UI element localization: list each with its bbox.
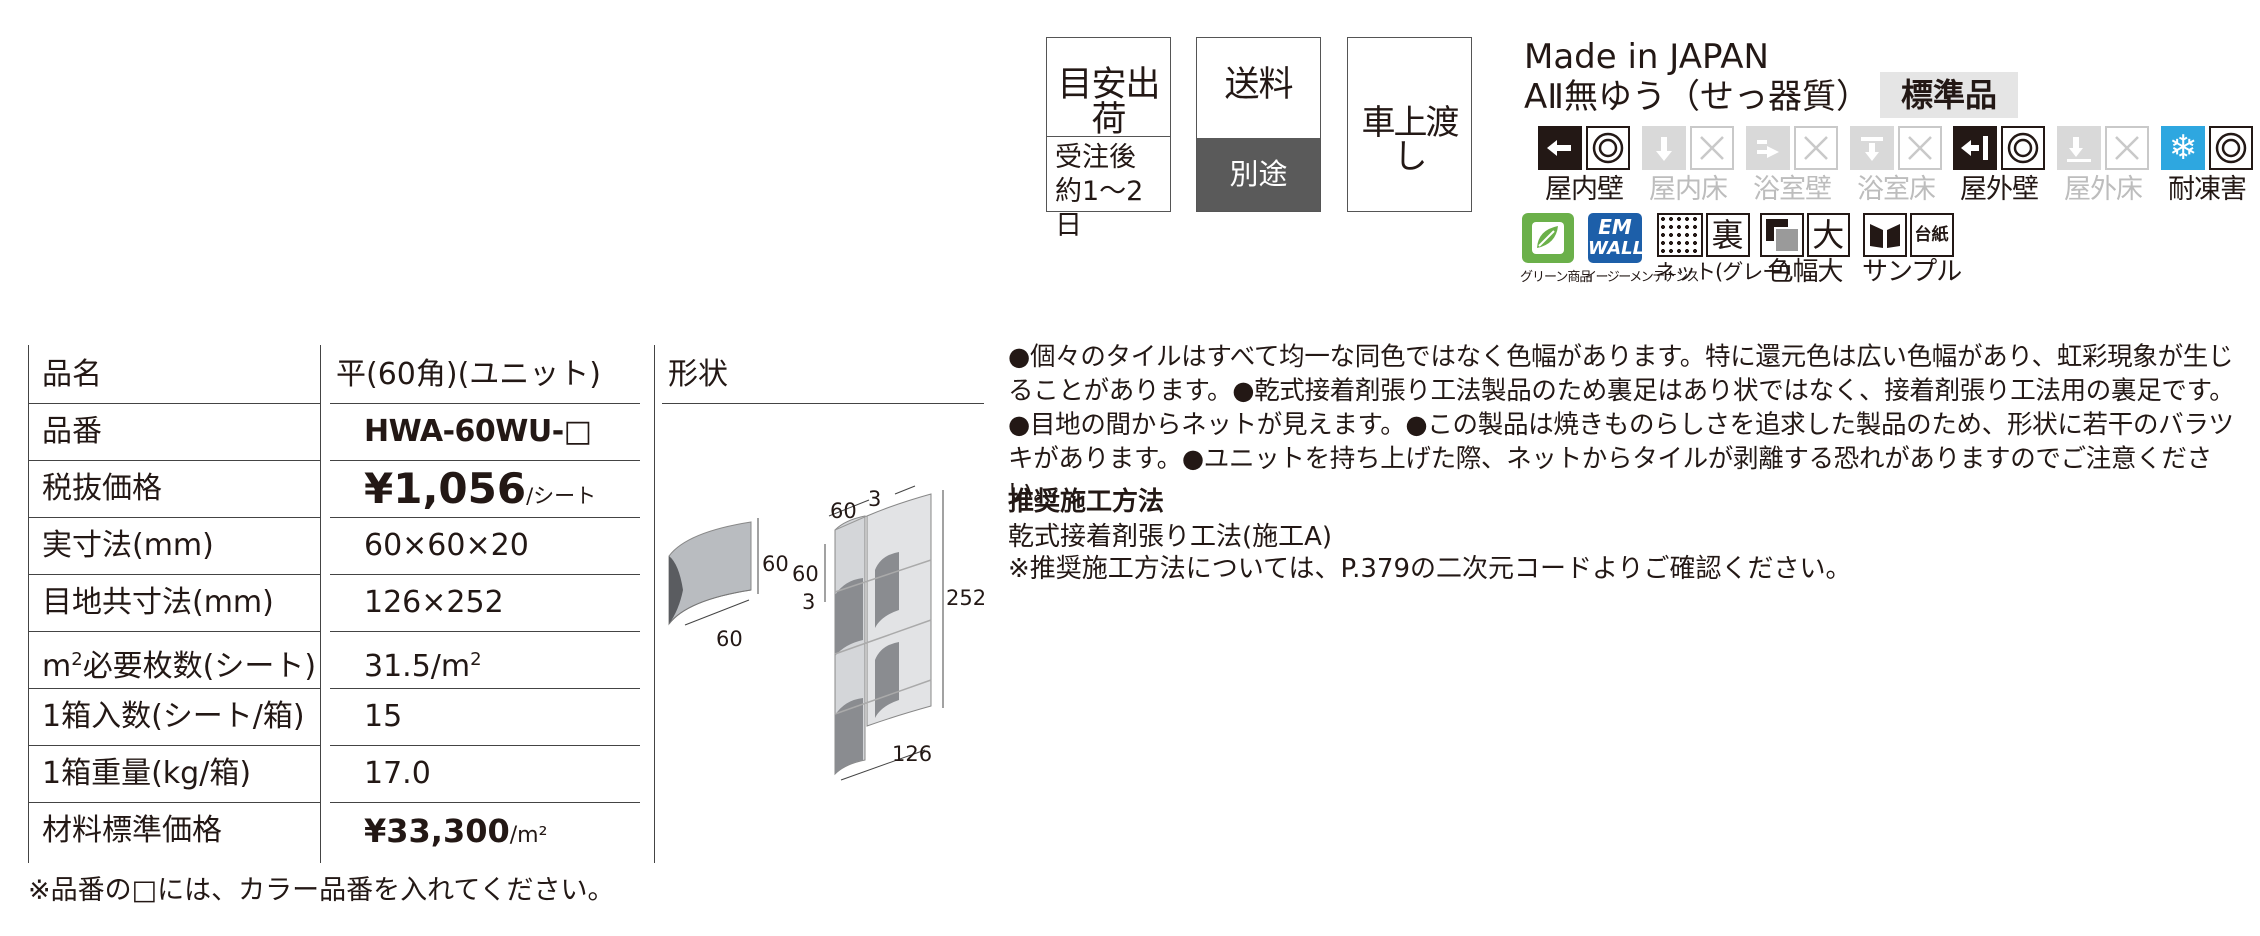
shipping-fee-title: 送料 <box>1224 65 1293 105</box>
row-divider <box>330 745 640 746</box>
single-tile-drawing <box>668 521 752 626</box>
shipping-fee-box: 送料 別途 <box>1196 37 1321 212</box>
bath-floor-icon <box>1850 126 1894 170</box>
cross-icon <box>1794 126 1838 170</box>
product-code: HWA-60WU-□ <box>364 414 592 449</box>
dim-unit-gap: 3 <box>868 487 882 511</box>
outdoor-floor-icon <box>2057 126 2101 170</box>
delivery-text: 車上渡し <box>1361 103 1460 177</box>
row-divider <box>28 631 320 632</box>
dim-unit-total-height: 252 <box>946 586 987 610</box>
double-circle-icon <box>2001 126 2045 170</box>
double-circle-icon <box>2209 126 2253 170</box>
bath-wall-icon <box>1746 126 1790 170</box>
row-divider <box>330 631 640 632</box>
row-divider <box>330 403 640 404</box>
table-divider <box>320 345 321 863</box>
cross-icon <box>2105 126 2149 170</box>
net-pattern-icon <box>1656 213 1703 257</box>
outdoor-wall-icon <box>1953 126 1997 170</box>
book-icon <box>1862 213 1907 257</box>
usage-outdoor-floor: 屋外床 <box>2038 126 2168 208</box>
shape-left-border <box>654 345 655 863</box>
em-wall-icon: EM WALL <box>1588 213 1644 263</box>
usage-indoor-wall: 屋内壁 <box>1519 126 1649 208</box>
row-divider <box>330 574 640 575</box>
floor-arrow-icon <box>1642 126 1686 170</box>
usage-bath-wall: 浴室壁 <box>1727 126 1857 208</box>
product-notes: ●個々のタイルはすべて均一な同色ではなく色幅があります。特に還元色は広い色幅があ… <box>1008 342 2235 508</box>
green-leaf-icon <box>1522 213 1574 263</box>
standard-badge: 標準品 <box>1880 72 2018 118</box>
green-product-badge: グリーン商品 <box>1520 213 1592 293</box>
usage-indoor-floor: 屋内床 <box>1623 126 1753 208</box>
row-divider <box>28 460 320 461</box>
row-divider <box>330 688 640 689</box>
row-divider <box>330 460 640 461</box>
row-divider <box>28 574 320 575</box>
dim-unit-height: 60 <box>792 562 819 586</box>
sample-badge: 台紙 サンプル <box>1862 213 1962 287</box>
row-divider <box>28 802 320 803</box>
cross-icon <box>1690 126 1734 170</box>
color-range-icon <box>1760 213 1804 257</box>
color-code-footnote: ※品番の□には、カラー品番を入れてください。 <box>28 875 615 906</box>
easy-maintenance-badge: EM WALL イージーメンテナンス <box>1584 213 1699 285</box>
made-in-label: Made in JAPAN <box>1524 37 1769 77</box>
double-circle-icon <box>1586 126 1630 170</box>
row-divider <box>28 745 320 746</box>
shipping-estimate-detail: 受注後 約1〜2日 <box>1047 136 1170 241</box>
shipping-fee-detail: 別途 <box>1197 138 1320 211</box>
row-divider <box>330 517 640 518</box>
shape-header: 形状 <box>668 357 728 392</box>
usage-bath-floor: 浴室床 <box>1831 126 1961 208</box>
color-range-badge: 大 色幅大 <box>1760 213 1850 287</box>
net-badge: 裏 ネット(グレー) <box>1655 213 1790 287</box>
cross-icon <box>1898 126 1942 170</box>
shipping-estimate-box: 目安出荷 受注後 約1〜2日 <box>1046 37 1171 241</box>
method-title: 推奨施工方法 <box>1008 487 1165 517</box>
dim-tile-width: 60 <box>716 627 743 651</box>
method-line-2: ※推奨施工方法については、P.379の二次元コードよりご確認ください。 <box>1008 554 1852 584</box>
tile-shape-drawing <box>668 485 944 781</box>
method-line-1: 乾式接着剤張り工法(施工A) <box>1008 522 1333 552</box>
table-left-border <box>28 345 29 863</box>
dim-tile-height: 60 <box>762 552 789 576</box>
row-divider <box>330 802 640 803</box>
snowflake-icon: ❄ <box>2161 126 2205 170</box>
shape-header-divider <box>662 403 984 404</box>
standard-price-value: ¥33,300 <box>364 812 510 850</box>
material-label: AⅡ無ゆう（せっ器質） <box>1524 77 1870 117</box>
row-divider <box>28 688 320 689</box>
wall-arrow-icon <box>1538 126 1582 170</box>
usage-outdoor-wall: 屋外壁 <box>1934 126 2064 208</box>
row-divider <box>28 517 320 518</box>
dim-unit-width: 60 <box>830 499 857 523</box>
unit-drawing <box>834 493 932 776</box>
price-value: ¥1,056 <box>364 464 527 513</box>
row-divider <box>28 403 320 404</box>
shipping-estimate-title: 目安出荷 <box>1057 65 1160 140</box>
usage-frost-resistance: ❄ 耐凍害 <box>2142 126 2260 208</box>
delivery-box: 車上渡し <box>1347 37 1472 212</box>
dim-unit-total-width: 126 <box>892 742 933 766</box>
dim-unit-gap-2: 3 <box>802 590 816 614</box>
